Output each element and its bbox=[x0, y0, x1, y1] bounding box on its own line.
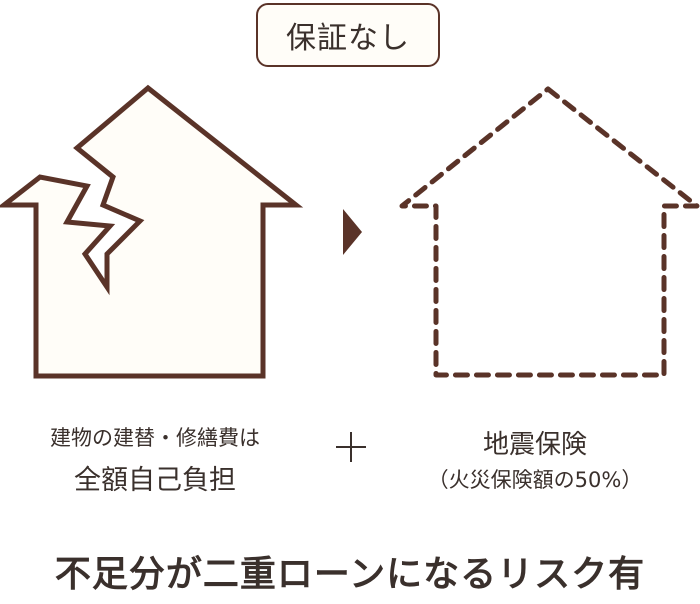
right-caption-line1: 地震保険 bbox=[482, 430, 587, 460]
dashed-house-icon bbox=[399, 86, 700, 378]
cracked-house-icon bbox=[0, 84, 304, 379]
left-caption-line2: 全額自己負担 bbox=[74, 465, 236, 496]
triangle-right-icon bbox=[343, 209, 362, 255]
no-warranty-badge: 保証なし bbox=[256, 3, 440, 67]
right-caption-line2: （火災保険額の50%） bbox=[427, 468, 643, 492]
left-caption-line1: 建物の建替・修繕費は bbox=[50, 426, 260, 450]
risk-footer-text: 不足分が二重ローンになるリスク有 bbox=[54, 554, 646, 595]
badge-label: 保証なし bbox=[286, 21, 410, 56]
plus-icon bbox=[336, 432, 366, 462]
